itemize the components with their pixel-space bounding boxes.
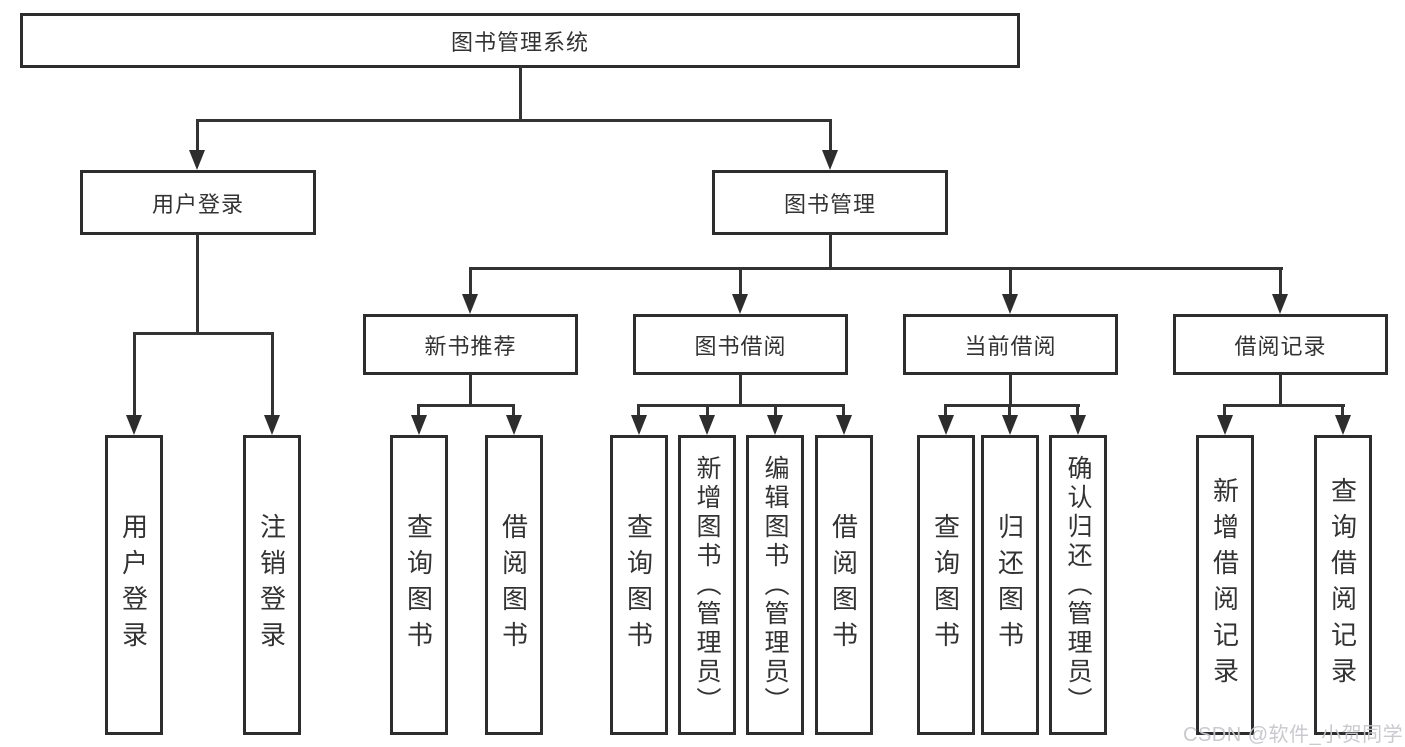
node-leaf-return-books-label: 归还图书 — [994, 513, 1025, 657]
node-new-book-recommend: 新书推荐 — [363, 314, 578, 375]
connector-line — [829, 234, 832, 268]
arrowhead — [126, 415, 142, 435]
connector-line — [774, 404, 777, 417]
node-leaf-user-login-label: 用户登录 — [118, 513, 149, 657]
connector-line — [133, 332, 274, 335]
connector-line — [271, 332, 274, 417]
connector-line — [512, 404, 515, 417]
node-leaf-query-borrow-record: 查询借阅记录 — [1314, 435, 1372, 735]
node-leaf-borrow-books-recommend: 借阅图书 — [485, 435, 543, 735]
connector-line — [133, 332, 136, 417]
arrowhead — [822, 150, 838, 170]
arrowhead — [411, 415, 427, 435]
node-leaf-confirm-return-admin: 确认归还（管理员） — [1049, 435, 1107, 735]
node-leaf-add-book-admin: 新增图书（管理员） — [678, 435, 736, 735]
node-leaf-add-book-admin-label: 新增图书（管理员） — [693, 454, 721, 716]
node-book-management-label: 图书管理 — [783, 191, 876, 217]
node-leaf-borrow-books-recommend-label: 借阅图书 — [498, 513, 529, 657]
connector-line — [469, 267, 1283, 270]
arrowhead — [1002, 294, 1018, 314]
connector-line — [637, 404, 845, 407]
node-leaf-query-borrow-record-label: 查询借阅记录 — [1327, 477, 1358, 693]
node-leaf-borrow-books-borrow-label: 借阅图书 — [828, 513, 859, 657]
arrowhead — [264, 415, 280, 435]
node-leaf-query-books-current: 查询图书 — [917, 435, 975, 735]
connector-line — [1223, 404, 1226, 417]
connector-line — [469, 267, 472, 296]
connector-line — [739, 374, 742, 405]
node-leaf-logout: 注销登录 — [243, 435, 301, 735]
node-leaf-add-borrow-record-label: 新增借阅记录 — [1209, 477, 1240, 693]
arrowhead — [732, 294, 748, 314]
node-leaf-confirm-return-admin-label: 确认归还（管理员） — [1064, 454, 1092, 716]
arrowhead — [938, 415, 954, 435]
node-book-management: 图书管理 — [712, 170, 948, 235]
node-leaf-logout-label: 注销登录 — [256, 513, 287, 657]
node-borrow-records-label: 借阅记录 — [1234, 333, 1327, 359]
node-root: 图书管理系统 — [20, 13, 1020, 68]
node-new-book-recommend-label: 新书推荐 — [424, 333, 517, 359]
connector-line — [842, 404, 845, 417]
connector-line — [1008, 404, 1011, 417]
connector-line — [1223, 404, 1345, 407]
node-leaf-query-books-borrow: 查询图书 — [610, 435, 668, 735]
node-current-borrowing-label: 当前借阅 — [964, 333, 1057, 359]
connector-line — [1009, 374, 1012, 405]
node-leaf-borrow-books-borrow: 借阅图书 — [815, 435, 873, 735]
arrowhead — [631, 415, 647, 435]
connector-line — [1279, 374, 1282, 405]
connector-line — [1279, 267, 1282, 296]
arrowhead — [1217, 415, 1233, 435]
node-leaf-query-books-recommend-label: 查询图书 — [403, 513, 434, 657]
node-current-borrowing: 当前借阅 — [903, 314, 1118, 375]
node-leaf-edit-book-admin-label: 编辑图书（管理员） — [761, 454, 789, 716]
connector-line — [739, 267, 742, 296]
arrowhead — [699, 415, 715, 435]
node-book-borrowing: 图书借阅 — [633, 314, 848, 375]
arrowhead — [189, 150, 205, 170]
arrowhead — [1335, 415, 1351, 435]
connector-line — [417, 404, 515, 407]
connector-line — [637, 404, 640, 417]
connector-line — [519, 66, 522, 120]
csdn-watermark: CSDN @软件_小贺同学 — [1183, 724, 1404, 746]
arrowhead — [1272, 294, 1288, 314]
arrowhead — [767, 415, 783, 435]
node-root-label: 图书管理系统 — [450, 29, 589, 55]
node-leaf-query-books-borrow-label: 查询图书 — [623, 513, 654, 657]
node-user-login-branch: 用户登录 — [80, 170, 316, 235]
connector-line — [944, 404, 947, 417]
node-leaf-user-login: 用户登录 — [105, 435, 163, 735]
node-leaf-query-books-recommend: 查询图书 — [390, 435, 448, 735]
arrowhead — [1002, 415, 1018, 435]
connector-line — [706, 404, 709, 417]
connector-line — [196, 234, 199, 333]
arrowhead — [462, 294, 478, 314]
connector-line — [196, 119, 832, 122]
connector-line — [1341, 404, 1344, 417]
connector-line — [1076, 404, 1079, 417]
node-leaf-return-books: 归还图书 — [981, 435, 1039, 735]
connector-line — [1009, 267, 1012, 296]
connector-line — [469, 374, 472, 405]
node-leaf-edit-book-admin: 编辑图书（管理员） — [746, 435, 804, 735]
node-leaf-query-books-current-label: 查询图书 — [930, 513, 961, 657]
node-user-login-branch-label: 用户登录 — [151, 191, 244, 217]
arrowhead — [1070, 415, 1086, 435]
node-book-borrowing-label: 图书借阅 — [694, 333, 787, 359]
connector-line — [417, 404, 420, 417]
node-borrow-records: 借阅记录 — [1173, 314, 1388, 375]
connector-line — [944, 404, 1080, 407]
connector-line — [829, 119, 832, 153]
connector-line — [196, 119, 199, 153]
node-leaf-add-borrow-record: 新增借阅记录 — [1196, 435, 1254, 735]
arrowhead — [506, 415, 522, 435]
arrowhead — [836, 415, 852, 435]
